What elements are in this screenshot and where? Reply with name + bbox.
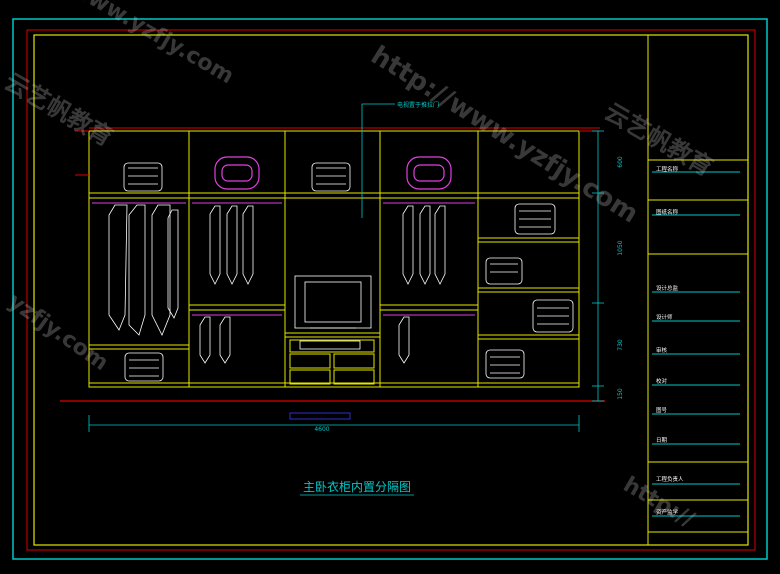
total-width-label: 4600 (314, 426, 329, 433)
tb-row-8: 工程负责人 (656, 475, 684, 483)
tb-row-2: 设计总监 (656, 284, 679, 292)
tb-row-9: 资产监学 (656, 508, 679, 516)
tb-row-5: 校对 (656, 377, 668, 385)
tb-row-3: 设计师 (656, 313, 673, 321)
dim-right-1: 1050 (617, 240, 624, 255)
bottom-dimension (88, 412, 580, 432)
tb-row-4: 审核 (656, 346, 668, 354)
tb-row-1: 图纸名称 (656, 208, 679, 216)
tv-annotation-text: 电视置于推拉门 (397, 101, 439, 109)
hanging-clothes-icons (108, 204, 446, 364)
dim-right-3: 150 (617, 388, 624, 400)
dim-right-0: 600 (617, 156, 624, 168)
tv-annotation-leader (361, 103, 395, 218)
tb-row-0: 工程名称 (656, 165, 679, 173)
dim-right-2: 730 (617, 339, 624, 351)
right-dimension (592, 130, 604, 402)
folded-clothes-icons (123, 162, 574, 382)
bag-icons (214, 156, 452, 190)
red-frame (26, 29, 756, 551)
inner-frame (33, 34, 749, 546)
title-block: 工程名称 图纸名称 设计总监 设计师 审核 校对 图号 日期 工程负责人 资产监… (647, 35, 748, 545)
tb-row-7: 日期 (656, 437, 668, 444)
drawing-title: 主卧衣柜内置分隔图 (303, 479, 411, 494)
tb-row-6: 图号 (656, 406, 668, 414)
wardrobe-elevation (75, 127, 600, 388)
outer-frame (12, 18, 768, 560)
tv-icon (294, 275, 372, 350)
